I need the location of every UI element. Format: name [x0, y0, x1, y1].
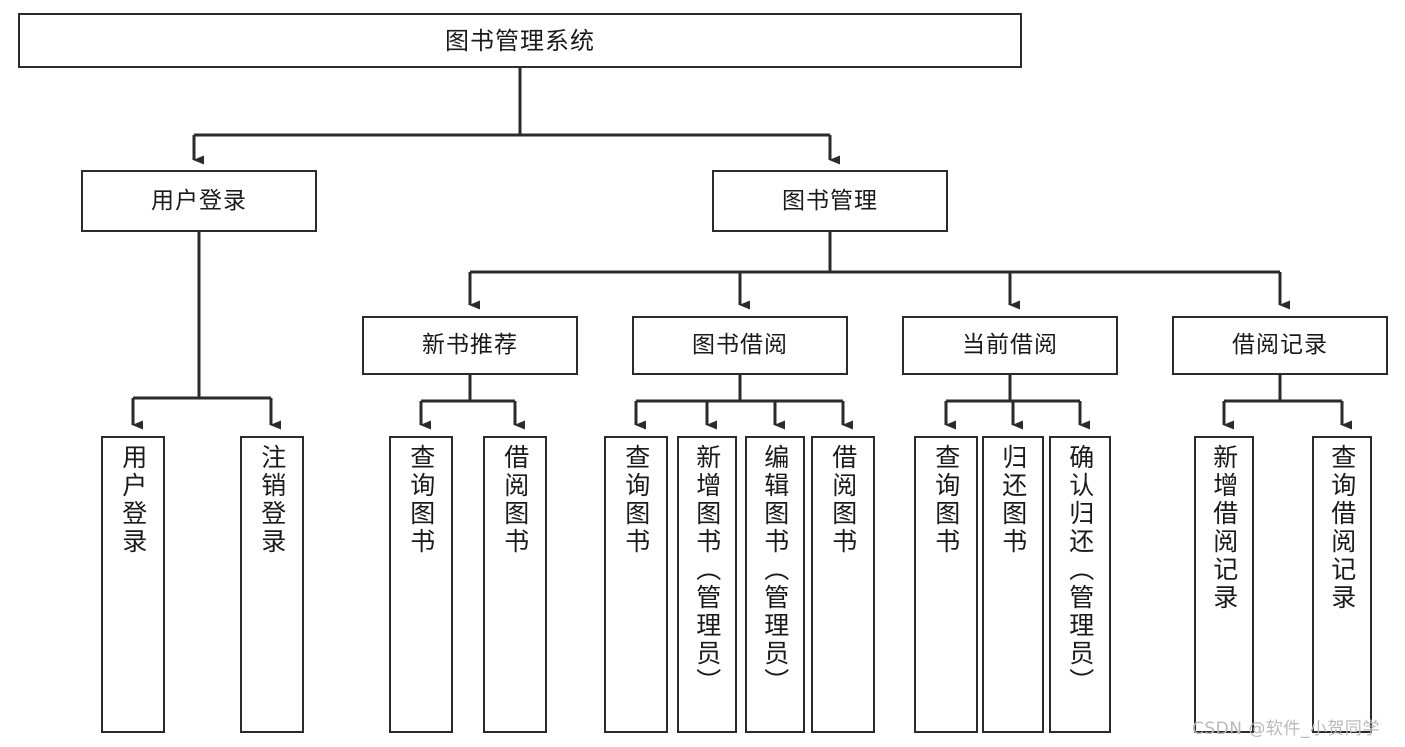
node-leaf-query-books-borrowing[interactable]: 查询图书	[604, 436, 668, 733]
node-label: 查询借阅记录	[1327, 444, 1357, 612]
node-leaf-confirm-return-admin[interactable]: 确认归还（管理员）	[1049, 436, 1111, 733]
node-label: 新增图书（管理员）	[692, 444, 722, 696]
node-book-management[interactable]: 图书管理	[712, 170, 948, 232]
node-label: 用户登录	[118, 444, 148, 556]
node-leaf-return-books[interactable]: 归还图书	[982, 436, 1044, 733]
node-label: 当前借阅	[962, 332, 1058, 358]
node-leaf-logout[interactable]: 注销登录	[240, 436, 304, 733]
node-leaf-add-book-admin[interactable]: 新增图书（管理员）	[677, 436, 737, 733]
node-label: 编辑图书（管理员）	[760, 444, 790, 696]
node-label: 查询图书	[931, 444, 961, 556]
watermark: CSDN @软件_小贺同学	[1192, 719, 1380, 739]
node-label: 新书推荐	[422, 332, 518, 358]
node-label: 新增借阅记录	[1209, 444, 1239, 612]
node-label: 确认归还（管理员）	[1065, 444, 1095, 696]
node-leaf-query-borrowing-record[interactable]: 查询借阅记录	[1312, 436, 1372, 733]
node-borrowing-records[interactable]: 借阅记录	[1172, 316, 1388, 375]
node-current-borrowing[interactable]: 当前借阅	[902, 316, 1118, 375]
node-leaf-borrow-books-recommendation[interactable]: 借阅图书	[483, 436, 547, 733]
node-label: 图书管理	[782, 187, 878, 214]
node-root-library-management-system[interactable]: 图书管理系统	[18, 13, 1022, 68]
node-new-book-recommendation[interactable]: 新书推荐	[362, 316, 578, 375]
node-leaf-edit-book-admin[interactable]: 编辑图书（管理员）	[745, 436, 805, 733]
node-label: 图书借阅	[692, 332, 788, 358]
node-user-login[interactable]: 用户登录	[81, 170, 317, 232]
node-label: 归还图书	[998, 444, 1028, 556]
node-leaf-query-books-recommendation[interactable]: 查询图书	[389, 436, 453, 733]
node-label: 用户登录	[151, 187, 247, 214]
node-label: 借阅图书	[828, 444, 858, 556]
node-book-borrowing[interactable]: 图书借阅	[632, 316, 848, 375]
node-label: 借阅图书	[500, 444, 530, 556]
node-leaf-user-login[interactable]: 用户登录	[101, 436, 165, 733]
node-leaf-query-books-current[interactable]: 查询图书	[914, 436, 978, 733]
node-label: 注销登录	[257, 444, 287, 556]
node-label: 查询图书	[406, 444, 436, 556]
node-label: 借阅记录	[1232, 332, 1328, 358]
node-leaf-add-borrowing-record[interactable]: 新增借阅记录	[1194, 436, 1254, 733]
node-label: 查询图书	[621, 444, 651, 556]
node-leaf-borrow-books-borrowing[interactable]: 借阅图书	[811, 436, 875, 733]
node-label: 图书管理系统	[445, 26, 595, 55]
